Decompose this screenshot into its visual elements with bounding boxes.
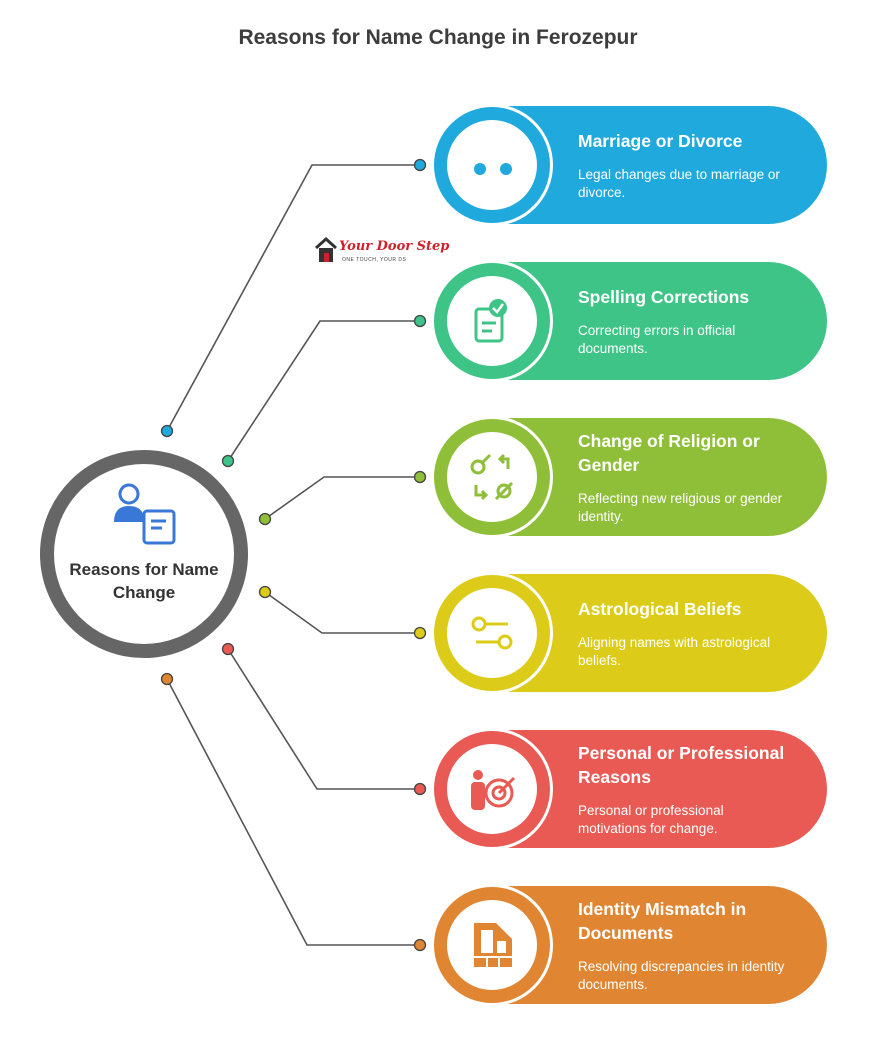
target-icon (484, 778, 514, 808)
item-4 (431, 572, 827, 694)
item-desc-personal: Personal or professional motivations for… (578, 803, 724, 836)
male-symbol-icon (470, 459, 486, 475)
connector-dot-end (413, 626, 427, 640)
gender-swap-icon (470, 453, 514, 501)
connector-line (227, 648, 420, 790)
connector-dot-start (160, 424, 174, 438)
item-heading-spelling: Spelling Corrections (578, 287, 750, 307)
connector-dot-end (413, 158, 427, 172)
female-symbol-icon (496, 483, 512, 499)
icon-disc-inner (447, 432, 537, 522)
icon-disc-inner (447, 588, 537, 678)
connector-dot-end (413, 314, 427, 328)
connector-line (227, 320, 420, 462)
broken-document-icon (474, 923, 512, 967)
center-hub-ring (40, 450, 248, 658)
item-heading-identity: Identity Mismatch in Documents (578, 899, 747, 943)
connector-dot-start (258, 512, 272, 526)
item-6 (431, 884, 827, 1006)
person-icon (474, 163, 486, 175)
item-5 (431, 728, 827, 850)
arrow-icon (497, 453, 510, 469)
couple-broken-heart-icon (474, 150, 512, 175)
item-pill (492, 574, 827, 692)
item-pill (492, 262, 827, 380)
house-icon (314, 236, 338, 262)
connector-dot-start (258, 585, 272, 599)
logo-tagline: ONE TOUCH, YOUR DS (342, 257, 407, 263)
connector-line (264, 476, 420, 520)
item-pill (492, 106, 827, 224)
item-desc-identity: Resolving discrepancies in identity docu… (578, 959, 785, 992)
page-title: Reasons for Name Change in Ferozepur (238, 26, 638, 49)
icon-disc-inner (447, 120, 537, 210)
person-icon (473, 770, 483, 780)
document-checkmark-icon (474, 299, 507, 343)
item-1 (431, 104, 827, 226)
connector-dot-end (413, 782, 427, 796)
item-desc-spelling: Correcting errors in official documents. (578, 323, 736, 356)
item-heading-astrology: Astrological Beliefs (578, 599, 742, 619)
item-heading-religion: Change of Religion or Gender (578, 431, 760, 475)
item-pill (492, 886, 827, 1004)
logo-text: Your Door Step (339, 239, 450, 254)
connector-line (264, 591, 420, 634)
checkmark-icon (489, 299, 507, 317)
person-target-icon (471, 770, 516, 810)
connector-line (166, 164, 420, 432)
connector-dot-start (221, 642, 235, 656)
connector-dot-end (413, 470, 427, 484)
center-hub-label: Reasons for Name Change (69, 560, 219, 602)
brand-logo: Your Door Step ONE TOUCH, YOUR DS (314, 236, 449, 270)
item-pill (492, 730, 827, 848)
document-icon (474, 307, 504, 343)
connector-dot-start (160, 672, 174, 686)
person-document-icon (114, 483, 176, 545)
item-desc-marriage: Legal changes due to marriage or divorce… (578, 167, 780, 200)
center-hub (40, 450, 248, 658)
connector-dot-end (413, 938, 427, 952)
item-2 (431, 260, 827, 382)
item-heading-personal: Personal or Professional Reasons (578, 743, 785, 787)
icon-disc-inner (447, 276, 537, 366)
item-pill (492, 418, 827, 536)
icon-disc-inner (447, 744, 537, 834)
item-heading-marriage: Marriage or Divorce (578, 131, 743, 151)
connector-dot-start (221, 454, 235, 468)
item-3 (431, 416, 827, 538)
item-desc-religion: Reflecting new religious or gender ident… (578, 491, 783, 524)
connector-lines (160, 158, 427, 952)
item-desc-astrology: Aligning names with astrological beliefs… (578, 635, 771, 668)
toggle-path-icon (471, 616, 513, 650)
item-pills (431, 104, 827, 1006)
connector-line (166, 678, 420, 946)
